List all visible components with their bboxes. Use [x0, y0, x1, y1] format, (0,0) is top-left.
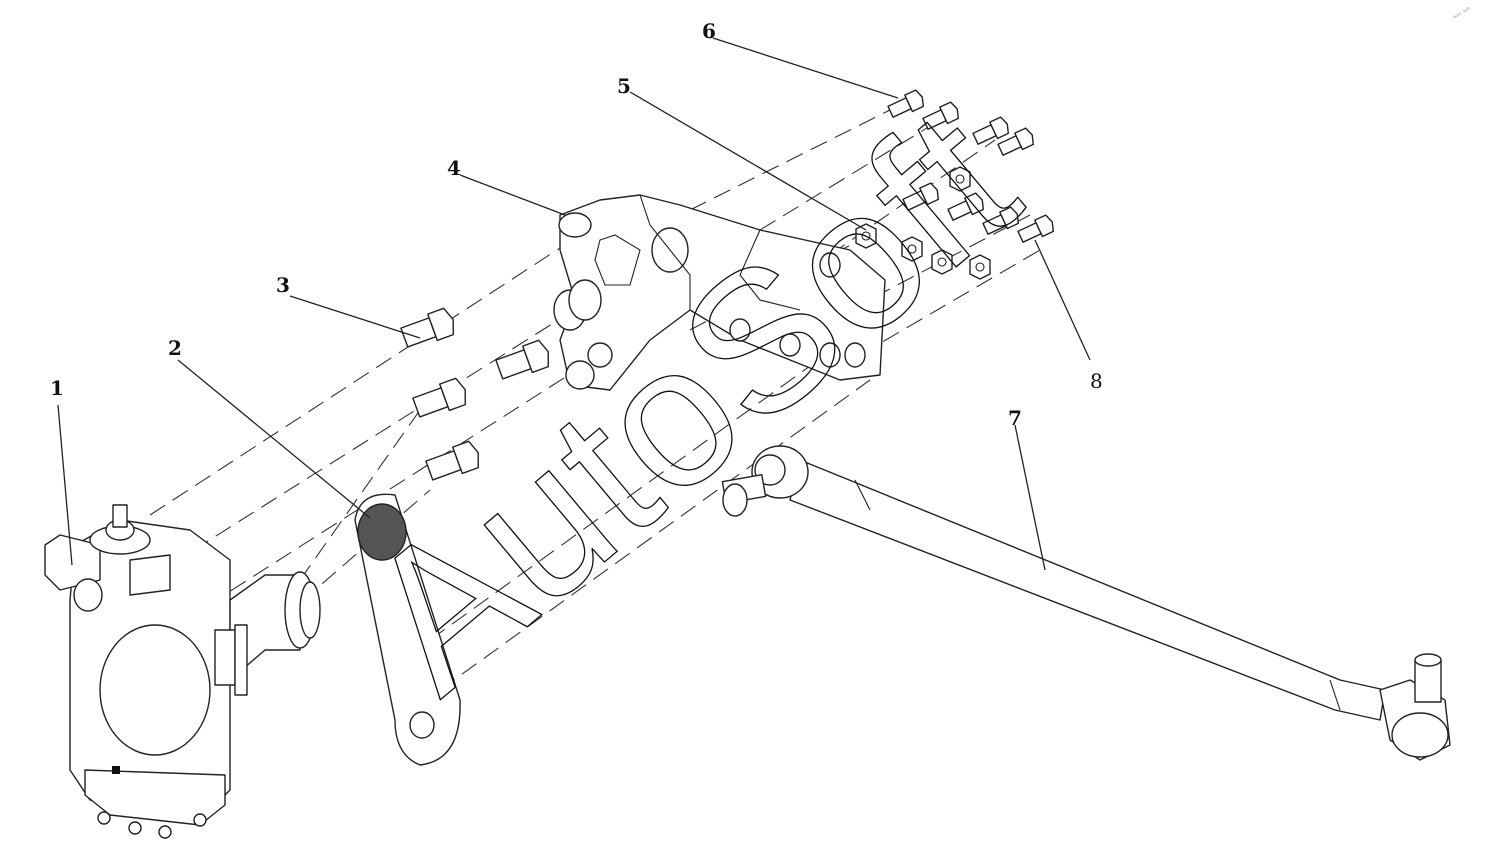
callout-1: 1	[50, 376, 64, 400]
nut-icon	[855, 166, 991, 280]
drag-link-icon	[721, 445, 1451, 761]
callout-7: 7	[1008, 406, 1022, 430]
callout-4: 4	[447, 156, 461, 180]
steering-gear-icon	[44, 504, 321, 839]
callout-labels: 1 2 3 4 5 6 7 8	[50, 19, 1103, 430]
small-bolts	[887, 89, 1055, 243]
bolt-icon	[400, 307, 549, 481]
corner-mark: ᵃᵘᵗᵒ ˢᵒᶠᵗ	[1453, 6, 1473, 22]
callout-8: 8	[1090, 369, 1103, 393]
callout-2: 2	[168, 336, 182, 360]
leader-lines	[57, 37, 1091, 571]
bracket-icon	[553, 194, 886, 391]
callout-5: 5	[617, 74, 631, 98]
callout-3: 3	[276, 273, 290, 297]
callout-6: 6	[702, 19, 716, 43]
